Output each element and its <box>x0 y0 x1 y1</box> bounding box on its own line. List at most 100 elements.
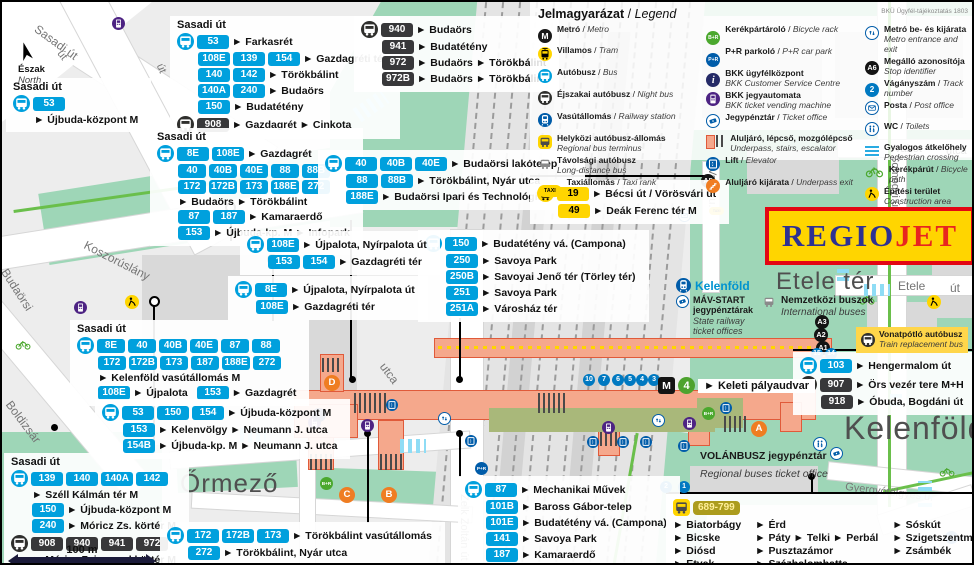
route-badge: 139 <box>31 471 63 486</box>
ticket-machine-icon <box>602 421 615 434</box>
bus-icon <box>538 68 552 83</box>
route-badge: 918 <box>821 395 853 409</box>
legend-item: Jegypénztár / Ticket office <box>706 112 857 132</box>
route-badge: 188E <box>346 190 378 204</box>
bike-rack-icon: B+R <box>320 477 333 490</box>
route-row: 108E► Újpalota, Nyírpalota út <box>247 236 433 253</box>
route-badge: 941 <box>101 536 133 551</box>
destination-label: ► Újbuda-kp. M ► Neumann J. utca <box>158 440 338 452</box>
destination-label: ► Sóskút <box>892 519 941 531</box>
route-row: 53 <box>13 95 144 112</box>
route-cell: 240► Móricz Zs. körtér M <box>32 519 176 533</box>
route-badge: 941 <box>382 40 414 54</box>
lift-icon <box>640 436 652 448</box>
route-badge: 153 <box>268 255 300 269</box>
route-cell: ► Újbuda-központ M <box>34 114 138 126</box>
route-badge: 140 <box>66 471 98 486</box>
destination-label: ► Budaörs ► Törökbálint <box>178 196 308 208</box>
destination-label: ► Móricz Zs. körtér M <box>67 520 176 532</box>
destination-label: ► Érd <box>755 519 786 531</box>
route-badge: 88B <box>381 174 413 188</box>
volanbusz-destination-column: ► Sóskút► Szigetszentmiklós► Zsámbék <box>892 519 972 563</box>
bus-icon <box>800 357 817 374</box>
map-icon-slot: B+R <box>320 472 333 490</box>
stairs-hatch <box>354 393 388 413</box>
destination-label: ► Törökbálint, Nyár utca <box>223 547 348 559</box>
legend-item: Autóbusz / Bus <box>538 67 698 88</box>
route-badge: 40 <box>128 338 156 353</box>
map-icon-slot <box>678 439 690 457</box>
bus-icon <box>465 481 482 498</box>
ticket-office-icon <box>676 295 689 308</box>
route-badge: 188E <box>271 180 299 194</box>
destination-label: ► Zsámbék <box>892 545 952 558</box>
pedestrian-crossing <box>864 284 890 296</box>
taxi-icon: TAXI <box>538 184 562 197</box>
destination-label: ► Budatétény vá. (Campona) <box>521 517 667 529</box>
legend-item: Aluljáró kijárata / Underpass exit <box>706 177 857 198</box>
destination-label: ► Budatétény vá. (Campona) <box>480 237 626 250</box>
destination-label: ► Újbuda-központ M <box>67 504 172 516</box>
route-badge: 187 <box>213 210 245 224</box>
route-badge: 53 <box>122 405 154 420</box>
bicycle-path-icon <box>859 292 875 305</box>
stairs-hatch <box>322 358 342 372</box>
stairs-hatch <box>600 432 618 446</box>
route-badge: 150 <box>157 405 189 420</box>
toilets-icon <box>864 122 879 137</box>
metro-icon: M <box>538 28 552 43</box>
stop-identifier-badge: A3 <box>815 314 829 329</box>
route-cell: 251A► Városház tér <box>446 302 557 316</box>
route-cell: 19► Bécsi út / Vörösvári út <box>557 186 716 201</box>
route-row: 188E► Budaörsi Ipari és Technológiai Par… <box>325 190 578 204</box>
destination-label: ► Mechanikai Művek <box>520 483 626 496</box>
route-badge: 173 <box>240 180 268 194</box>
route-row: 908► Gazdagrét ► Cinkota <box>177 116 393 133</box>
route-badge: 272 <box>253 356 281 370</box>
map-icon-slot <box>74 301 87 319</box>
route-cell: 250B► Savoyai Jenő tér (Törley tér) <box>446 270 636 284</box>
underpass-exit-icon <box>706 178 721 193</box>
destination-label: ► Hengermalom út <box>855 359 952 372</box>
route-badge: 173 <box>160 356 188 370</box>
route-badge: 240 <box>32 519 64 533</box>
underpass-stairs-icon <box>706 134 726 149</box>
bus-stop-dot <box>51 424 58 431</box>
map-icon-slot <box>720 401 732 419</box>
callout-title: Sasadi út <box>157 131 206 143</box>
route-badge: 172 <box>187 528 219 543</box>
route-badge: 108E <box>267 237 299 252</box>
stairs-hatch <box>538 393 566 413</box>
route-badge: 172 <box>98 356 126 370</box>
route-badge: 40B <box>380 156 412 171</box>
route-badge: 240 <box>233 84 265 98</box>
destination-label: ► Gazdagréti tér <box>291 301 375 313</box>
bus-stop-dot <box>456 430 463 437</box>
legend-item: Villamos / Tram <box>538 45 698 66</box>
scale-label: 100 m <box>66 544 98 556</box>
destination-label: ► Pusztazámor <box>755 545 834 558</box>
route-row: 250B► Savoyai Jenő tér (Törley tér) <box>425 270 642 284</box>
stop-point-marker <box>149 296 160 307</box>
map-icon-slot <box>617 435 629 453</box>
route-badge: 154 <box>303 255 335 269</box>
scale-arrow <box>8 554 156 563</box>
route-row: 154B► Újbuda-kp. M ► Neumann J. utca <box>102 439 343 453</box>
